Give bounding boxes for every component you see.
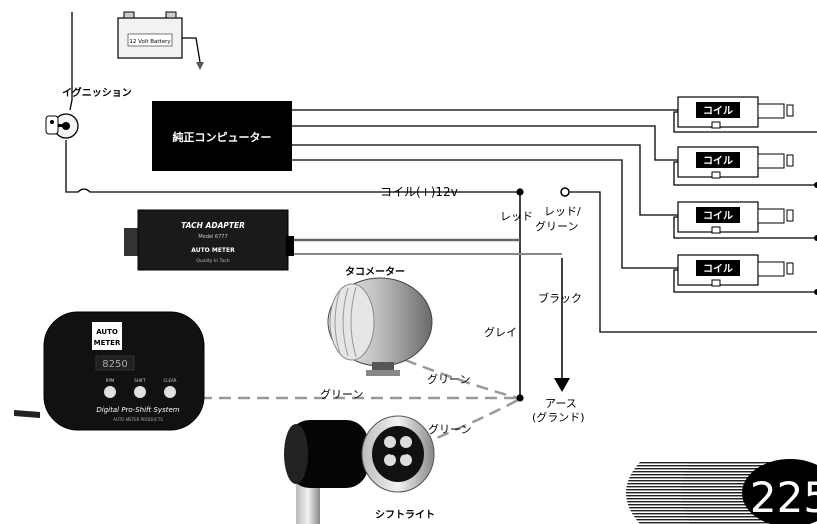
junction-red bbox=[516, 188, 524, 196]
wires bbox=[65, 12, 817, 400]
pss-display: 8250 bbox=[102, 359, 127, 370]
pss-subtitle: AUTO METER PRODUCTS bbox=[113, 417, 163, 422]
ecu-label: 純正コンピューター bbox=[173, 130, 272, 144]
pss-button-label: RPM bbox=[106, 378, 115, 383]
gray-label: グレイ bbox=[484, 325, 517, 339]
red-green-label-line2: グリーン bbox=[535, 219, 578, 233]
wire-ecu-coil-3 bbox=[292, 144, 700, 216]
page-number-badge: 225 bbox=[626, 459, 817, 524]
battery-label: 12 Volt Battery bbox=[129, 39, 171, 45]
red-green-label-line1: レッド/ bbox=[544, 205, 581, 218]
ecu-box bbox=[152, 101, 292, 171]
earth-label-line1: アース bbox=[545, 397, 577, 410]
earth-arrow-icon bbox=[554, 378, 570, 392]
pss-rpm-button bbox=[104, 386, 116, 398]
wire-ignition-to-coil-positive bbox=[65, 140, 520, 193]
green-label-tach: グリーン bbox=[427, 372, 470, 386]
green-label-pss: グリーン bbox=[320, 387, 363, 401]
shift-light-display: 8250 bbox=[389, 449, 407, 457]
pss-button-label: SHIFT bbox=[134, 378, 146, 383]
shift-light: 8250 bbox=[284, 415, 435, 524]
red-label: レッド bbox=[500, 210, 533, 223]
adapter-brand: AUTO METER bbox=[191, 247, 235, 254]
pss-brand: AUTO bbox=[96, 328, 118, 336]
coil-label: コイル bbox=[703, 105, 733, 117]
page-number: 225 bbox=[750, 473, 817, 522]
shift-light-label: シフトライト bbox=[375, 509, 435, 521]
wire-red-green bbox=[565, 191, 817, 333]
coil-label: コイル bbox=[703, 155, 733, 167]
coil-label: コイル bbox=[703, 263, 733, 275]
adapter-title: TACH ADAPTER bbox=[181, 221, 245, 230]
coil-12v-label: コイル(+)12v bbox=[380, 185, 458, 199]
junction-gray-green bbox=[516, 394, 524, 402]
battery-illustration: 12 Volt Battery bbox=[117, 11, 204, 70]
coil-3: コイル bbox=[677, 201, 794, 234]
junction-red-green bbox=[560, 187, 570, 197]
pss-brand-2: METER bbox=[94, 339, 121, 347]
tachometer-gauge bbox=[327, 277, 433, 376]
pss-button-label: CLEAR bbox=[163, 378, 176, 383]
coil-2: コイル bbox=[677, 146, 794, 179]
green-label-shift: グリーン bbox=[428, 422, 471, 436]
coil-4: コイル bbox=[677, 254, 794, 287]
earth-label-line2: (グランド) bbox=[532, 410, 585, 424]
green-signal-lines bbox=[200, 358, 519, 447]
pss-title: Digital Pro-Shift System bbox=[96, 406, 179, 414]
digital-pro-shift-system: AUTO METER 8250 RPM SHIFT CLEAR Digital … bbox=[14, 311, 205, 431]
wire-ecu-coil-4 bbox=[292, 159, 700, 269]
wire-battery-to-ignition bbox=[69, 12, 73, 111]
coil-1: コイル bbox=[677, 96, 794, 129]
ignition-key-icon bbox=[45, 113, 79, 139]
tach-adapter: TACH ADAPTER Model 6777 AUTO METER Quali… bbox=[124, 209, 294, 271]
black-label: ブラック bbox=[538, 291, 582, 305]
tachometer-label: タコメーター bbox=[345, 266, 405, 278]
adapter-tagline: Quality In Tach bbox=[196, 258, 229, 264]
coil-label: コイル bbox=[703, 210, 733, 222]
ignition-label: イグニッション bbox=[62, 86, 132, 99]
adapter-model: Model 6777 bbox=[198, 234, 227, 240]
wire-ecu-coil-2 bbox=[292, 125, 700, 161]
wire-battery-neg bbox=[182, 37, 201, 63]
pss-shift-button bbox=[134, 386, 146, 398]
pss-clear-button bbox=[164, 386, 176, 398]
